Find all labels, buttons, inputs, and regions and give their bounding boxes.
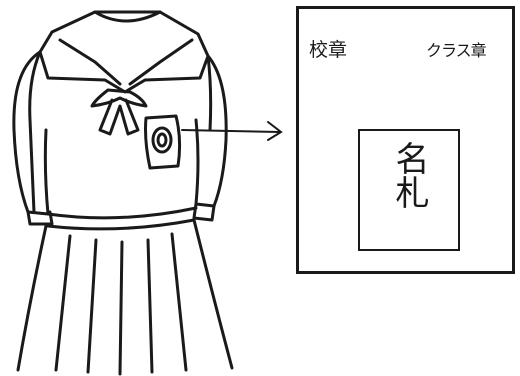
nameplate-label: 名札 [389, 141, 429, 209]
skirt-outline [16, 218, 234, 372]
sleeve-left [12, 50, 50, 216]
neck-line [93, 10, 162, 23]
pocket [144, 114, 182, 170]
torso-left [28, 50, 42, 214]
ribbon-knot [90, 88, 148, 108]
sleeve-right [194, 54, 228, 208]
skirt-pleats [54, 232, 188, 376]
class-badge-label: クラス章 [426, 41, 487, 60]
waistband [46, 206, 198, 220]
pocket-badge [151, 126, 173, 154]
torso-right [206, 54, 213, 132]
nameplate-box: 名札 [358, 129, 460, 251]
school-badge-label: 校章 [309, 39, 348, 61]
pointer-arrow [181, 121, 283, 141]
collar-v [58, 38, 194, 86]
sailor-uniform-illustration [12, 10, 234, 376]
badge-layout-box: 校章 クラス章 名札 [296, 6, 515, 274]
cuff-left [26, 210, 54, 226]
ribbon-tails [98, 98, 140, 136]
cuff-right [192, 202, 216, 222]
collar-outline [38, 10, 210, 94]
